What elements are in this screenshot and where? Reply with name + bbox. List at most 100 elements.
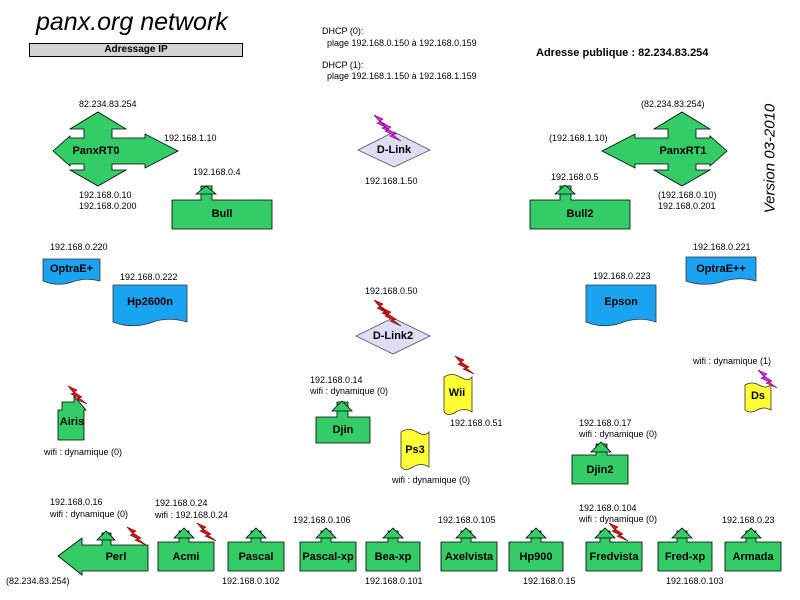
epson-printer-shape[interactable]	[585, 284, 657, 327]
epson-label: Epson	[604, 296, 638, 308]
panxrt0-ip-bottom1: 192.168.0.10	[79, 190, 132, 200]
panxrt0-router-shape[interactable]	[52, 111, 179, 187]
panxrt1-label: PanxRT1	[659, 145, 707, 157]
panxrt0-label: PanxRT0	[72, 145, 120, 157]
fredxp-device-shape[interactable]	[657, 527, 713, 572]
optrae-ip: 192.168.0.220	[50, 242, 108, 252]
bull2-ip: 192.168.0.5	[551, 172, 599, 182]
panxrt1-ip-top: (82.234.83.254)	[641, 99, 705, 109]
ds-ip: wifi : dynamique (1)	[693, 356, 772, 366]
beaxp-label: Bea-xp	[374, 551, 412, 563]
dlink2-label: D-Link2	[372, 330, 414, 342]
pascalxp-ip: 192.168.0.106	[293, 515, 351, 525]
acmi-ip2: wifi : 192.168.0.24	[155, 510, 229, 520]
acmi-device-shape[interactable]	[157, 522, 217, 572]
optraepp-printer-shape[interactable]	[685, 256, 757, 285]
armada-device-shape[interactable]	[724, 527, 782, 572]
ds-console-shape[interactable]	[744, 369, 778, 413]
optraepp-label: OptraE++	[696, 263, 746, 275]
panxrt0-ip-top: 82.234.83.254	[79, 99, 137, 109]
perl-ip-left: (82.234.83.254)	[6, 576, 70, 586]
diagram-subtitle: Adressage IP	[29, 43, 243, 57]
beaxp-ip: 192.168.0.101	[365, 576, 423, 586]
acmi-ip1: 192.168.0.24	[155, 498, 208, 508]
panxrt1-ip-left: (192.168.1.10)	[549, 133, 608, 143]
djin-label: Djin	[332, 424, 354, 436]
dlink2-router-shape[interactable]	[355, 299, 431, 355]
djin-device-shape[interactable]	[315, 400, 371, 444]
airis-ip: wifi : dynamique (0)	[44, 447, 123, 457]
axelvista-ip: 192.168.0.105	[438, 515, 496, 525]
optrae-label: OptraE+	[49, 263, 94, 275]
djin-ip1: 192.168.0.14	[310, 375, 363, 385]
fredvista-ip2: wifi : dynamique (0)	[579, 514, 658, 524]
dlink-label: D-Link	[376, 144, 412, 156]
ps3-console-shape[interactable]	[400, 429, 430, 470]
airis-label: Airis	[59, 416, 85, 428]
djin2-ip2: wifi : dynamique (0)	[579, 429, 658, 439]
hp900-device-shape[interactable]	[508, 527, 564, 572]
pascalxp-label: Pascal-xp	[302, 551, 354, 563]
hp2600n-label: Hp2600n	[127, 296, 173, 308]
dhcp0-title: DHCP (0):	[322, 26, 364, 36]
perl-device-shape[interactable]	[57, 526, 149, 576]
wii-label: Wii	[448, 387, 466, 399]
ps3-ip: wifi : dynamique (0)	[392, 475, 471, 485]
acmi-label: Acmi	[172, 551, 200, 563]
panxrt1-router-shape[interactable]	[601, 111, 728, 187]
djin2-label: Djin2	[586, 464, 614, 476]
ds-label: Ds	[750, 390, 766, 402]
pascal-ip: 192.168.0.102	[222, 576, 280, 586]
airis-device-shape[interactable]	[57, 385, 88, 441]
armada-ip: 192.168.0.23	[722, 515, 775, 525]
hp900-label: Hp900	[519, 551, 553, 563]
beaxp-device-shape[interactable]	[365, 527, 421, 572]
hp2600n-printer-shape[interactable]	[112, 284, 188, 327]
hp900-ip: 192.168.0.15	[523, 576, 576, 586]
epson-ip: 192.168.0.223	[593, 271, 651, 281]
dhcp1-range: plage 192.168.1.150 à 192.168.1.159	[327, 71, 477, 81]
perl-ip2: wifi : dynamique (0)	[50, 509, 129, 519]
dhcp1-title: DHCP (1):	[322, 60, 364, 70]
ps3-label: Ps3	[405, 444, 425, 456]
djin2-ip1: 192.168.0.17	[579, 418, 632, 428]
public-address: Adresse publique : 82.234.83.254	[536, 47, 709, 59]
hp2600n-ip: 192.168.0.222	[120, 272, 178, 282]
axelvista-label: Axelvista	[444, 551, 494, 563]
fredvista-label: Fredvista	[589, 551, 639, 563]
bull-label: Bull	[211, 208, 233, 220]
fredxp-label: Fred-xp	[664, 551, 706, 563]
wii-ip: 192.168.0.51	[450, 418, 503, 428]
dlink-router-shape[interactable]	[357, 114, 431, 168]
fredxp-ip: 192.168.0.103	[666, 576, 724, 586]
version-label: Version 03-2010	[761, 103, 779, 214]
dlink-ip: 192.168.1.50	[365, 176, 418, 186]
panxrt1-ip-bottom2: 192.168.0.201	[658, 201, 716, 211]
axelvista-device-shape[interactable]	[440, 527, 498, 572]
pascal-device-shape[interactable]	[227, 527, 285, 572]
optrae-printer-shape[interactable]	[42, 258, 101, 285]
panxrt1-ip-bottom1: (192.168.0.10)	[658, 190, 717, 200]
diagram-title: panx.org network	[36, 8, 228, 36]
dlink2-ip: 192.168.0.50	[365, 286, 418, 296]
dhcp0-range: plage 192.168.0.150 à 192.168.0.159	[327, 38, 477, 48]
bull2-device-shape[interactable]	[529, 184, 631, 230]
panxrt0-ip-bottom2: 192.168.0.200	[79, 201, 137, 211]
perl-ip1: 192.168.0.16	[50, 497, 103, 507]
fredvista-ip1: 192.168.0.104	[579, 503, 637, 513]
djin-ip2: wifi : dynamique (0)	[310, 386, 389, 396]
pascal-label: Pascal	[238, 551, 274, 563]
armada-label: Armada	[732, 551, 774, 563]
wii-console-shape[interactable]	[443, 355, 475, 415]
bull-ip: 192.168.0.4	[193, 167, 241, 177]
djin2-device-shape[interactable]	[571, 441, 629, 485]
fredvista-device-shape[interactable]	[585, 522, 643, 572]
panxrt0-ip-right: 192.168.1.10	[164, 133, 217, 143]
pascalxp-device-shape[interactable]	[299, 527, 357, 572]
bull-device-shape[interactable]	[171, 185, 273, 230]
bull2-label: Bull2	[566, 208, 594, 220]
perl-label: Perl	[105, 551, 127, 563]
optraepp-ip: 192.168.0.221	[693, 242, 751, 252]
